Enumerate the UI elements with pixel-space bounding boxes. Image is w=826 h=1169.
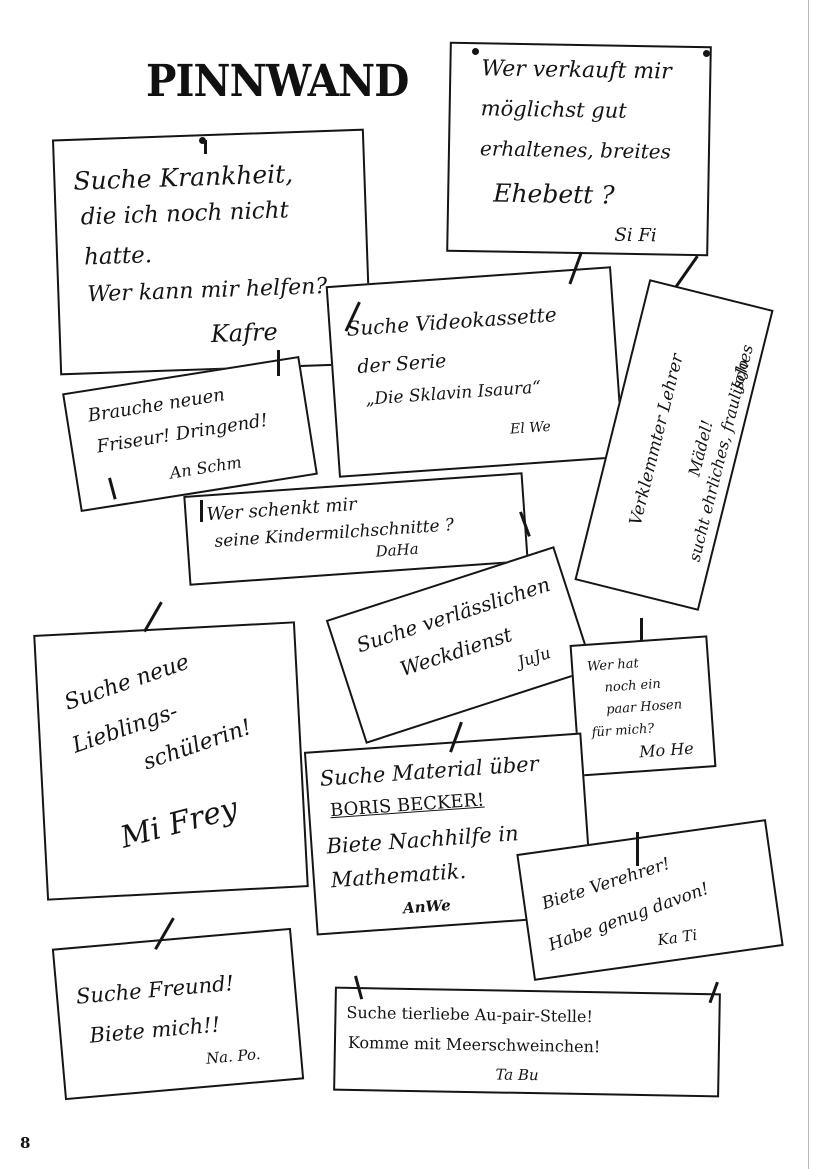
note-line: Wer kann mir helfen? [86,274,328,308]
note-signature: JoJo [727,358,753,392]
note-signature: Na. Po. [205,1045,262,1068]
note-line: noch ein [604,676,662,696]
page-title: PINNWAND [146,56,409,107]
pushpin-icon [277,350,280,376]
note-line: Suche tierliebe Au-pair-Stelle! [346,1002,594,1027]
note-signature: An Schm [168,452,243,483]
note-schuelerin: Suche neue Lieblings- schülerin! Mi Frey [33,621,309,901]
note-line: Biete Nachhilfe in [325,821,520,859]
pushpin-head-icon [472,48,479,55]
note-line: Wer verkauft mir [481,56,672,85]
note-signature: Si Fi [614,224,657,247]
pushpin-head-icon [703,50,710,57]
note-line: möglichst gut [480,96,627,123]
note-signature: AnWe [402,896,452,918]
note-line: „Die Sklavin Isaura“ [364,377,542,410]
note-line: Suche Videokassette [345,302,558,341]
note-signature: Kafre [210,317,279,349]
note-line: Ehebett ? [492,178,615,210]
note-hosen: Wer hat noch ein paar Hosen für mich? Mo… [569,635,717,777]
pushpin-icon [636,832,639,866]
note-signature: El We [509,418,552,438]
note-line: für mich? [591,721,655,741]
note-ehebett: Wer verkauft mir möglichst gut erhaltene… [446,41,712,257]
pushpin-icon [200,500,203,522]
note-line: Verklemmter Lehrer [625,351,688,528]
note-line: die ich noch nicht [80,197,290,231]
note-freund: Suche Freund! Biete mich!! Na. Po. [51,927,305,1101]
note-line: Wer hat [586,656,640,675]
note-signature: Ta Bu [495,1065,539,1085]
note-line: Biete mich!! [88,1012,222,1048]
note-signature: DaHa [375,539,420,561]
note-line: Suche Material über [319,751,540,791]
note-signature: JuJu [515,642,553,672]
note-signature: Ka Ti [656,925,699,950]
note-aupair: Suche tierliebe Au-pair-Stelle! Komme mi… [333,986,721,1098]
note-line: Suche Krankheit, [72,159,294,196]
note-line: der Serie [356,349,448,379]
note-line: BORIS BECKER! [329,789,485,822]
note-line: paar Hosen [605,697,683,718]
note-line: hatte. [83,242,153,271]
note-video: Suche Videokassette der Serie „Die Sklav… [325,266,625,478]
note-weckdienst: Suche verlässlichen Weckdienst JuJu [325,546,595,744]
note-line: Komme mit Meerschweinchen! [347,1032,601,1057]
note-line: erhaltenes, breites [479,136,672,164]
pushpin-head-icon [199,137,206,144]
note-kinder: Wer schenkt mir seine Kindermilchschnitt… [183,472,529,586]
note-line: Mathematik. [330,858,467,893]
note-signature: Mi Frey [116,790,242,856]
note-line: Suche Freund! [75,971,235,1009]
page-number: 8 [20,1134,31,1152]
page-edge-line [808,0,809,1169]
pushpin-icon [640,618,643,642]
pushpin-icon [204,140,207,154]
note-signature: Mo He [638,738,695,762]
note-line: Wer schenkt mir [205,493,358,526]
note-krankheit: Suche Krankheit, die ich noch nicht hatt… [51,128,373,376]
pushpin-icon [674,255,699,288]
